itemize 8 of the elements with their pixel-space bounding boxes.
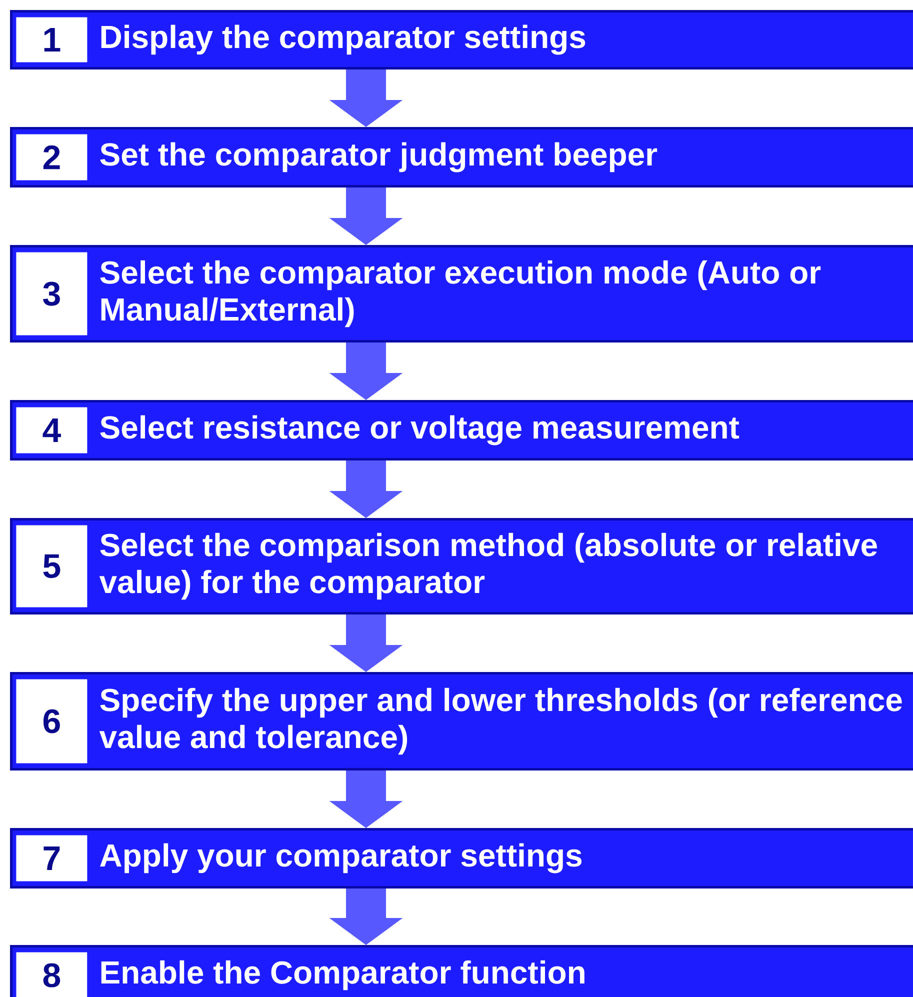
- step-number: 4: [16, 407, 88, 454]
- step-number: 3: [16, 252, 88, 336]
- step-number: 8: [16, 952, 88, 997]
- step-number: 5: [16, 525, 88, 608]
- step-number: 6: [16, 679, 88, 764]
- step-number: 1: [16, 17, 88, 62]
- step-number: 2: [16, 134, 88, 180]
- step-number: 7: [16, 835, 88, 882]
